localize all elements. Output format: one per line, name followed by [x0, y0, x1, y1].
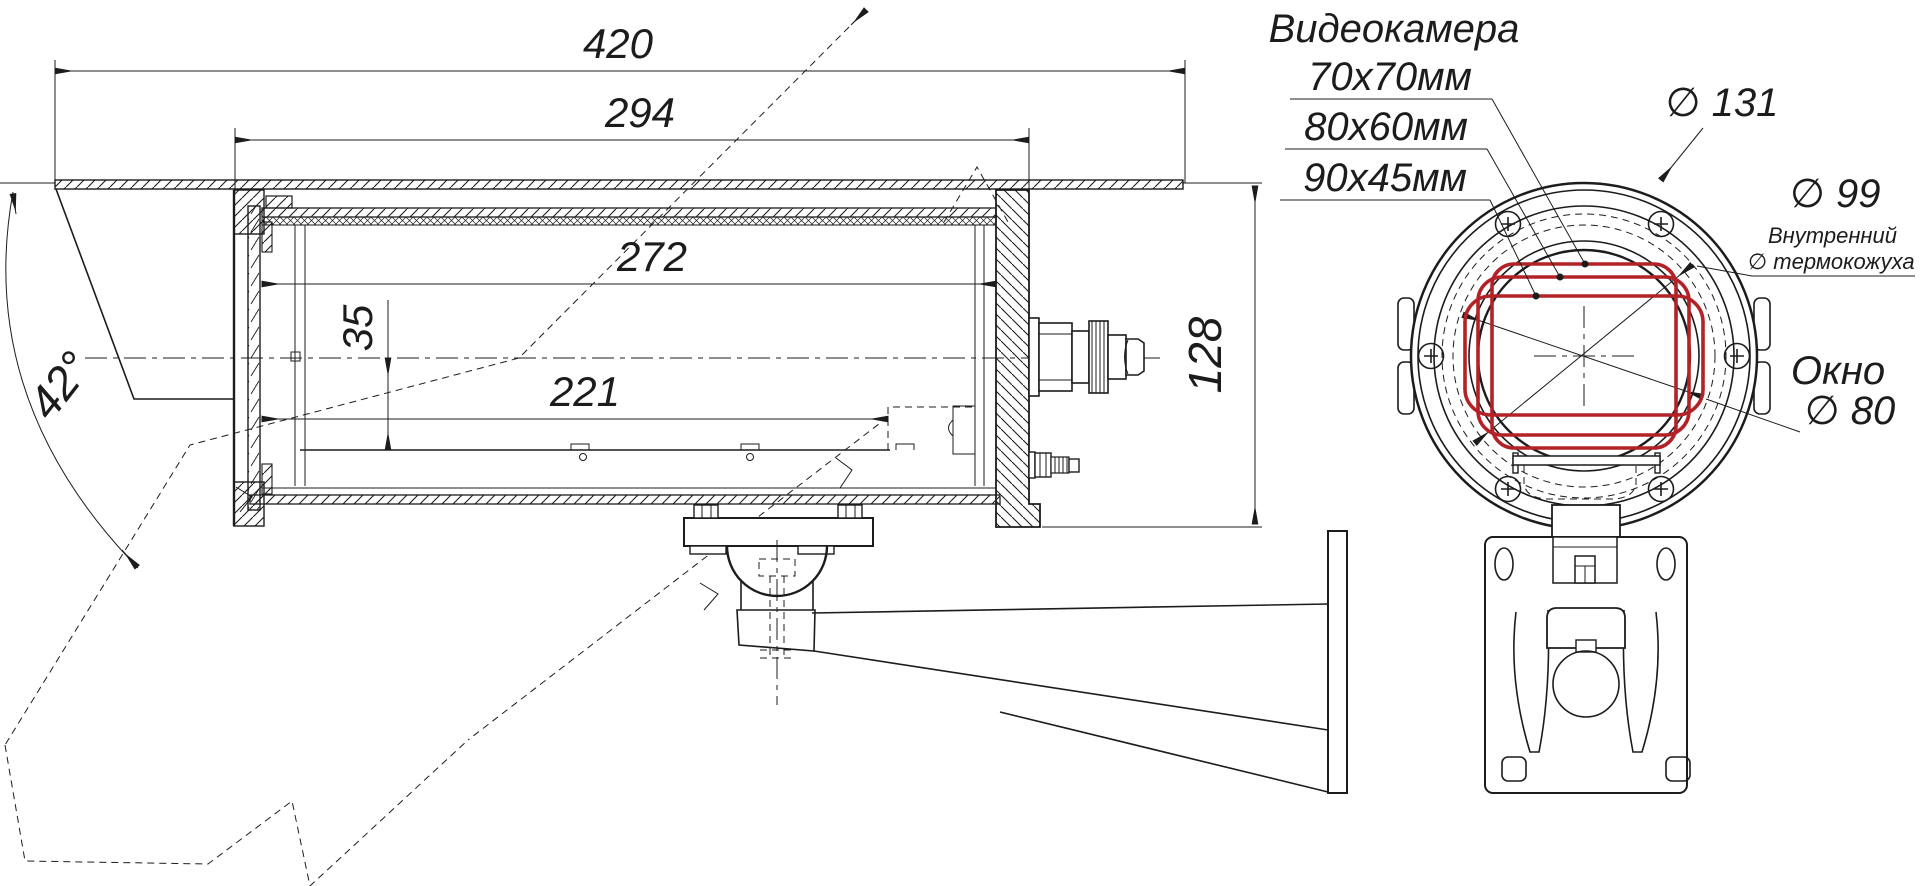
- side-section-view: 420 294 272 221 35 128: [0, 7, 1348, 886]
- camera-size-labels: Видеокамера 70x70мм 80x60мм 90x45мм: [1269, 7, 1589, 300]
- dimension-294: 294: [234, 89, 1030, 192]
- dim-axis-offset: 35: [334, 304, 381, 351]
- dim-view-angle: 42°: [17, 342, 101, 429]
- visor-clamp-tabs: [1397, 297, 1771, 415]
- vent-fitting: [1028, 451, 1080, 479]
- dimension-128: 128: [1042, 182, 1262, 528]
- window-callout: Окно ∅ 80: [1705, 349, 1895, 433]
- camera-position-hidden-outline: [887, 406, 976, 450]
- wall-bracket-front: [1484, 452, 1691, 794]
- inner-diameter-callout: ∅ 99 Внутренний ∅ термокожуха: [1696, 172, 1915, 277]
- dimension-420: 420: [54, 20, 1186, 183]
- inner-diameter-99-circle: [1452, 224, 1716, 488]
- field-of-view-cone: [4, 7, 1009, 886]
- size-label-80x60: 80x60мм: [1304, 105, 1468, 149]
- window-title-label: Окно: [1791, 349, 1885, 393]
- bnc-connector: [1028, 317, 1145, 397]
- inner-dia-label: ∅ 99: [1790, 172, 1880, 216]
- dim-housing-length: 294: [604, 89, 675, 136]
- size-label-90x45: 90x45мм: [1303, 156, 1467, 200]
- screw-icon: [1417, 342, 1445, 370]
- window-dia-label: ∅ 80: [1805, 389, 1895, 433]
- dimension-272: 272: [261, 233, 997, 288]
- screw-icon: [1647, 210, 1675, 238]
- bezel-screws: [1417, 210, 1751, 503]
- inner-dia-note-1: Внутренний: [1768, 223, 1897, 248]
- dim-internal-length: 272: [616, 233, 687, 280]
- envelope-80x60: [1476, 275, 1691, 437]
- dimension-view-angle: 42°: [5, 191, 140, 570]
- inner-dia-note-2: ∅ термокожуха: [1748, 249, 1915, 274]
- size-label-70x70: 70x70мм: [1308, 55, 1472, 99]
- dimension-35: 35: [334, 300, 392, 451]
- sun-visor: [0, 179, 1184, 400]
- screw-icon: [1494, 475, 1522, 503]
- dim-overall-length: 420: [583, 20, 654, 67]
- screw-icon: [1723, 342, 1751, 370]
- outer-dia-label: ∅ 131: [1666, 81, 1779, 125]
- front-view: Видеокамера 70x70мм 80x60мм 90x45мм ∅ 13…: [1269, 7, 1915, 794]
- front-window-glass: [232, 189, 273, 527]
- housing-interior: [290, 225, 976, 486]
- wall-arm-side: [811, 530, 1348, 794]
- dimension-221: 221: [261, 368, 889, 423]
- outer-diameter-callout: ∅ 131: [1658, 81, 1779, 183]
- ball-joint-mount: [683, 504, 874, 705]
- dim-camera-zone: 221: [549, 368, 620, 415]
- camera-title-label: Видеокамера: [1269, 7, 1520, 51]
- screw-icon: [1647, 475, 1675, 503]
- envelope-90x45: [1463, 294, 1705, 417]
- dim-overall-height: 128: [1179, 316, 1231, 393]
